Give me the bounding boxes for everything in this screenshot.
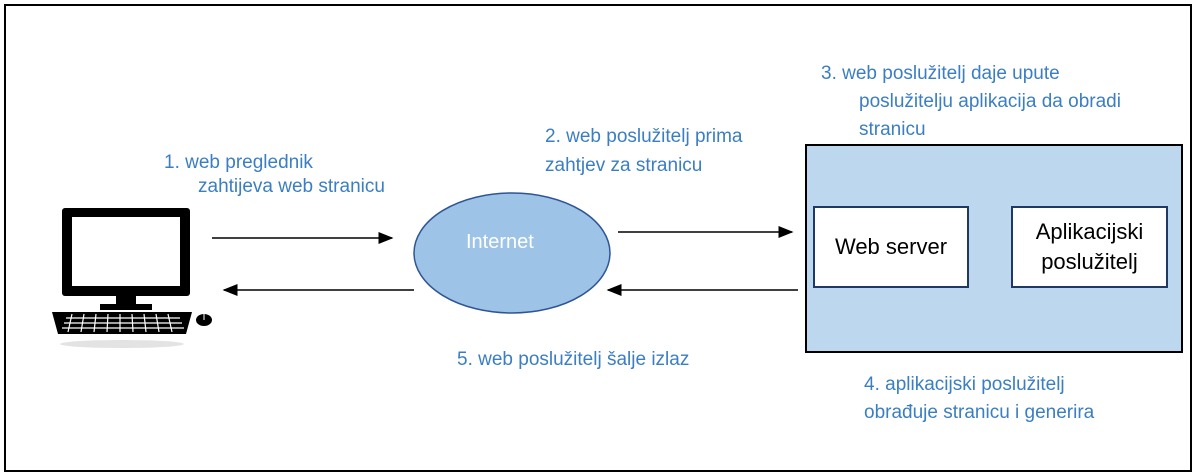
- step3-line2: poslužitelju aplikacija da obradi: [859, 91, 1121, 112]
- step4-line1: 4. aplikacijski poslužitelj: [864, 374, 1065, 395]
- step5-line1: 5. web poslužitelj šalje izlaz: [457, 349, 690, 370]
- app-server-label-line2: poslužitelj: [1041, 249, 1138, 274]
- web-server-label: Web server: [834, 234, 948, 259]
- step1-line1: 1. web preglednik: [164, 152, 313, 173]
- app-server-label-line1: Aplikacijski: [1035, 219, 1144, 244]
- step3-line1: 3. web poslužitelj daje upute: [821, 63, 1060, 84]
- internet-node: [413, 192, 611, 314]
- step1-line2: zahtijeva web stranicu: [198, 176, 385, 197]
- step4-line2: obrađuje stranicu i generira: [864, 402, 1095, 423]
- computer-icon: [52, 208, 212, 348]
- step3-line3: stranicu: [859, 119, 926, 140]
- step2-line2: zahtjev za stranicu: [545, 155, 703, 176]
- app-server-box: [1011, 206, 1168, 288]
- internet-label: Internet: [466, 231, 534, 253]
- step2-line1: 2. web poslužitelj prima: [545, 126, 743, 147]
- diagram-canvas: [52, 144, 1183, 353]
- web-server-box: [813, 206, 969, 288]
